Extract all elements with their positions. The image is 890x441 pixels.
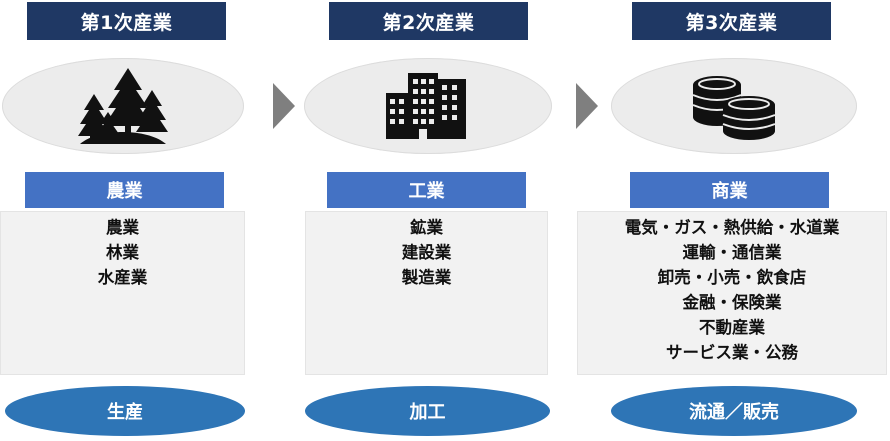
list-item: 鉱業: [410, 218, 443, 237]
list-item: 林業: [106, 243, 139, 262]
column-title: 第3次産業: [632, 2, 831, 40]
icon-ellipse: [611, 58, 857, 154]
list-item: サービス業・公務: [666, 343, 798, 362]
buildings-icon: [386, 73, 466, 139]
column-tertiary-industry: 第3次産業 商業 電気・ガス・熱供給・水道業 運輸・通信業 卸売・小売・飲食店: [577, 0, 890, 441]
column-title: 第1次産業: [27, 2, 226, 40]
items-box: 電気・ガス・熱供給・水道業 運輸・通信業 卸売・小売・飲食店 金融・保険業 不動…: [577, 211, 887, 375]
footer-ellipse: 流通／販売: [611, 386, 857, 436]
list-item: 卸売・小売・飲食店: [657, 268, 807, 287]
list-item: 運輸・通信業: [682, 243, 782, 262]
list-item: 農業: [106, 218, 139, 237]
forest-icon: [78, 68, 168, 144]
category-label: 商業: [630, 172, 829, 208]
items-box: 農業 林業 水産業: [0, 211, 245, 375]
icon-ellipse: [304, 58, 552, 154]
category-label: 工業: [327, 172, 526, 208]
footer-ellipse: 生産: [5, 386, 245, 436]
category-label: 農業: [25, 172, 224, 208]
column-title: 第2次産業: [329, 2, 528, 40]
list-item: 不動産業: [699, 318, 765, 337]
list-item: 建設業: [401, 243, 452, 262]
icon-ellipse: [2, 58, 244, 154]
items-box: 鉱業 建設業 製造業: [305, 211, 548, 375]
coins-icon: [692, 76, 776, 140]
list-item: 金融・保険業: [682, 293, 782, 312]
arrow-right-icon: [273, 83, 295, 129]
footer-ellipse: 加工: [305, 386, 550, 436]
list-item: 水産業: [97, 268, 148, 287]
list-item: 電気・ガス・熱供給・水道業: [624, 218, 840, 237]
list-item: 製造業: [401, 268, 452, 287]
column-secondary-industry: 第2次産業 工業: [302, 0, 582, 441]
column-primary-industry: 第1次産業 農業 農業 林業 水産業 生産: [0, 0, 280, 441]
arrow-right-icon: [576, 83, 598, 129]
